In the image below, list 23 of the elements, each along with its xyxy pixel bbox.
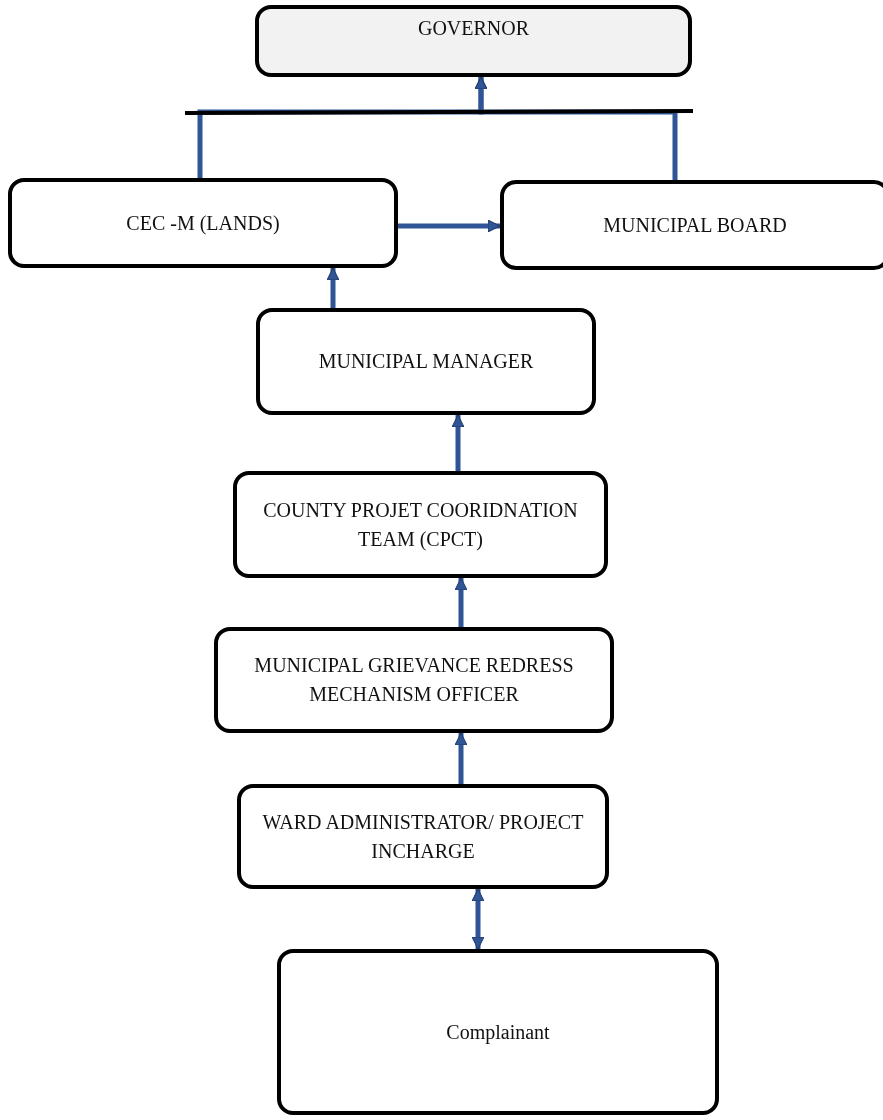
process-box bbox=[256, 308, 596, 415]
process-box bbox=[233, 471, 608, 578]
box-label: COUNTY PROJET COORIDNATION TEAM (CPCT) bbox=[262, 497, 579, 553]
process-box bbox=[277, 949, 719, 1115]
arrow bbox=[454, 732, 468, 784]
process-box bbox=[255, 5, 692, 77]
box-label: Complainant bbox=[446, 1019, 550, 1046]
process-box bbox=[500, 180, 883, 270]
process-box bbox=[237, 784, 609, 889]
arrow bbox=[326, 267, 340, 308]
arrow bbox=[474, 76, 678, 180]
box-label: CEC -M (LANDS) bbox=[126, 210, 280, 237]
process-box bbox=[8, 178, 398, 268]
box-label: MUNICIPAL BOARD bbox=[603, 212, 787, 238]
arrow bbox=[454, 577, 468, 627]
box-label: GOVERNOR bbox=[417, 15, 530, 41]
box-label: MUNICIPAL GRIEVANCE REDRESS MECHANISM OFFICER bbox=[253, 653, 575, 707]
box-label: MUNICIPAL MANAGER bbox=[318, 349, 534, 374]
arrow bbox=[471, 888, 485, 950]
process-box bbox=[214, 627, 614, 733]
arrow bbox=[398, 219, 501, 233]
box-label: WARD ADMINISTRATOR/ PROJECT INCHARGE bbox=[261, 809, 585, 864]
arrow bbox=[451, 414, 465, 471]
